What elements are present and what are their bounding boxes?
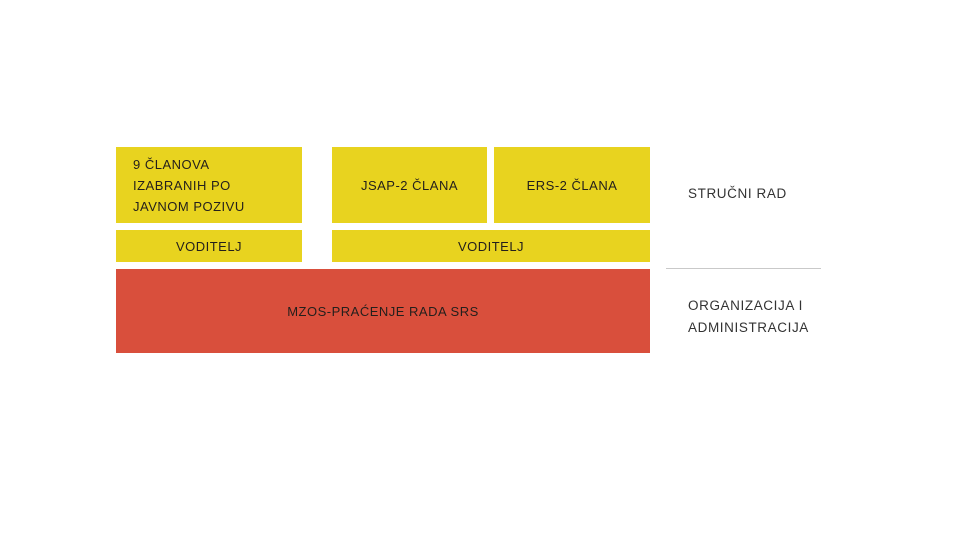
box-ers: ERS-2 ČLANA <box>494 147 650 223</box>
box-mzos-pracenje: MZOS-PRAĆENJE RADA SRS <box>116 269 650 353</box>
box-jsap-label: JSAP-2 ČLANA <box>360 177 459 193</box>
box-9-clanova-label: 9 ČLANOVA IZABRANIH PO JAVNOM POZIVU <box>133 156 245 214</box>
box-voditelj-left-label: VODITELJ <box>175 238 243 254</box>
box-ers-label: ERS-2 ČLANA <box>526 177 618 193</box>
box-voditelj-right: VODITELJ <box>332 230 650 262</box>
section-divider-line <box>666 268 821 269</box>
box-9-clanova-izabranih: 9 ČLANOVA IZABRANIH PO JAVNOM POZIVU <box>116 147 302 223</box>
box-voditelj-right-label: VODITELJ <box>457 238 525 254</box>
box-jsap: JSAP-2 ČLANA <box>332 147 487 223</box>
box-mzos-label: MZOS-PRAĆENJE RADA SRS <box>287 303 479 319</box>
box-voditelj-left: VODITELJ <box>116 230 302 262</box>
label-organizacija-administracija: ORGANIZACIJA I ADMINISTRACIJA <box>688 298 809 335</box>
label-strucni-rad: STRUČNI RAD <box>688 186 787 201</box>
